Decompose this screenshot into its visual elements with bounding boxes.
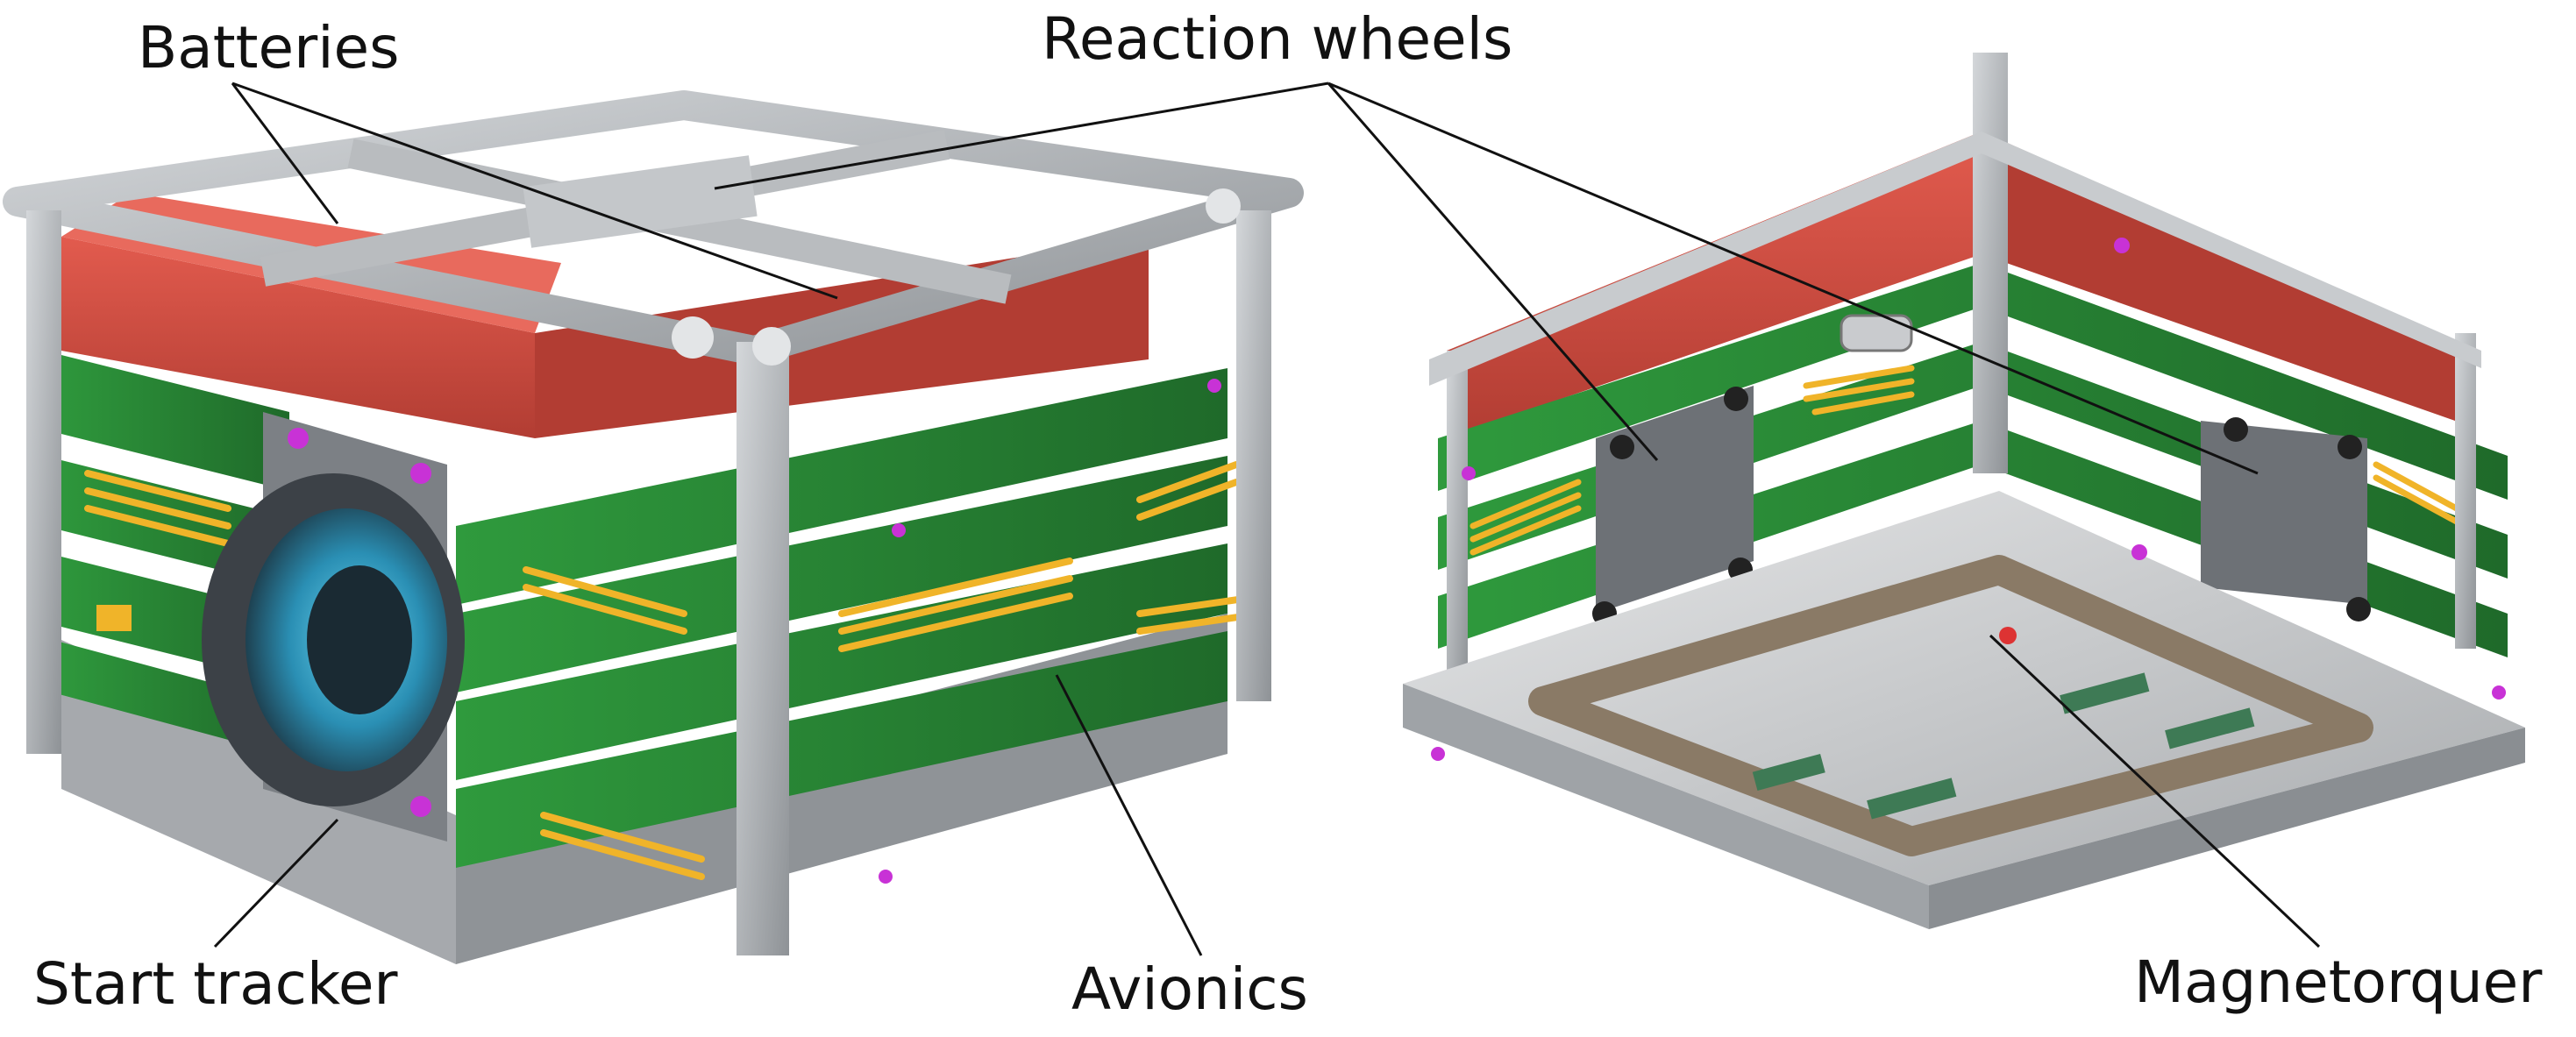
left-accent-screws <box>879 379 1221 884</box>
reaction-wheels-label: Reaction wheels <box>1042 5 1513 73</box>
leader-magnetorquer <box>1989 634 2321 948</box>
leader-batteries-1 <box>231 82 339 224</box>
batteries-label: Batteries <box>138 14 400 82</box>
avionics-label: Avionics <box>1071 955 1308 1023</box>
leader-avionics <box>1055 674 1203 956</box>
reaction-wheel-housings <box>1592 386 2371 626</box>
leader-reaction-2 <box>1327 82 1659 461</box>
star-tracker-camera <box>202 412 465 842</box>
leader-lines <box>213 82 2321 956</box>
leader-reaction-3 <box>1327 82 2259 475</box>
leader-star-tracker <box>213 818 339 948</box>
cubesat-right-view <box>1403 53 2525 929</box>
right-top-rim <box>1429 131 2481 386</box>
right-frame-rails <box>1447 53 2476 701</box>
star-tracker-label: Start tracker <box>33 950 398 1018</box>
leader-batteries-2 <box>231 82 838 300</box>
usb-connector <box>1839 314 1913 352</box>
left-top-frame <box>3 90 1304 366</box>
magnetorquer-label: Magnetorquer <box>2134 948 2543 1016</box>
leader-reaction-1 <box>714 82 1329 190</box>
left-header-pins <box>84 461 1266 880</box>
left-frame-rails <box>26 188 1271 955</box>
right-bottom-plate <box>1403 491 2525 929</box>
cubesat-left-view <box>3 90 1304 964</box>
right-accent-screws <box>1431 238 2506 761</box>
